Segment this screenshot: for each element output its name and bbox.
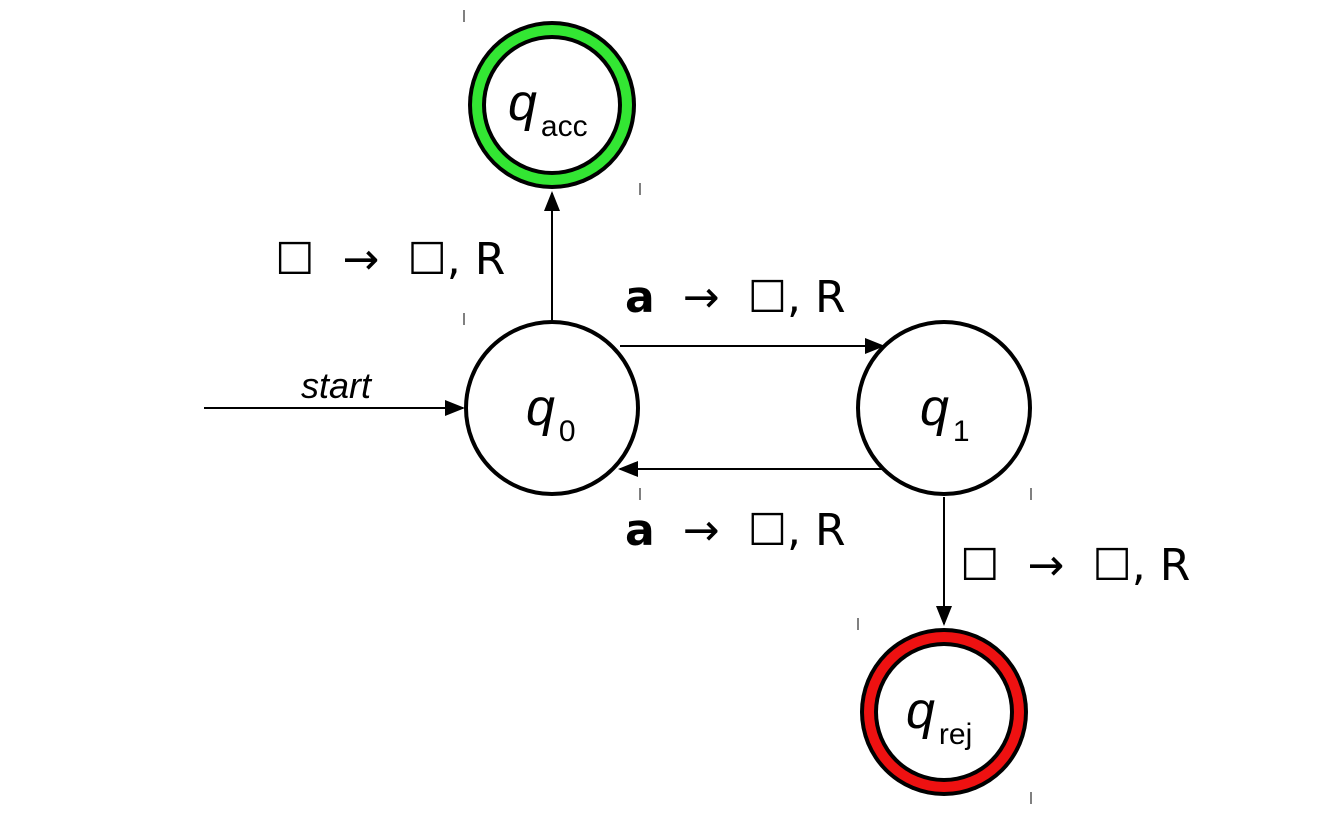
- transition-label-q1-q0: a → ☐, R: [625, 505, 846, 556]
- edge-q1-to-q0: a → ☐, R: [618, 461, 883, 556]
- state-qrej-label: q rej: [906, 682, 972, 751]
- state-qacc-fill: [486, 39, 618, 171]
- arrow-symbol: →: [342, 234, 379, 285]
- state-q0-circle: [464, 320, 640, 496]
- state-q1[interactable]: q 1: [856, 320, 1032, 496]
- arrow-symbol: →: [683, 505, 720, 556]
- state-qacc[interactable]: q acc: [468, 21, 636, 189]
- state-qrej[interactable]: q rej: [860, 628, 1028, 796]
- transition-label-q0-q1: a → ☐, R: [625, 272, 846, 323]
- edge-q0-to-qacc: ☐ → ☐, R: [275, 191, 560, 320]
- state-q1-circle: [856, 320, 1032, 496]
- state-q0-label: q 0: [526, 379, 576, 448]
- read-symbol: ☐: [275, 234, 314, 285]
- read-symbol: a: [625, 272, 655, 323]
- edge-q1-to-qrej: ☐ → ☐, R: [936, 497, 1190, 626]
- state-qrej-fill: [878, 646, 1010, 778]
- transition-label-q1-qrej: ☐ → ☐, R: [960, 540, 1190, 591]
- edge-q0-to-q1: a → ☐, R: [620, 272, 885, 354]
- corner-ticks: [463, 10, 1032, 804]
- state-qacc-label: q acc: [508, 74, 588, 143]
- arrow-symbol: →: [683, 272, 720, 323]
- state-q1-label: q 1: [920, 379, 970, 448]
- start-arrow: start: [204, 365, 465, 416]
- arrow-symbol: →: [1027, 540, 1064, 591]
- start-label: start: [301, 365, 373, 406]
- write-action: ☐, R: [748, 505, 846, 556]
- read-symbol: ☐: [960, 540, 999, 591]
- state-q0[interactable]: q 0: [464, 320, 640, 496]
- write-action: ☐, R: [748, 272, 846, 323]
- write-action: ☐, R: [1092, 540, 1190, 591]
- write-action: ☐, R: [407, 234, 505, 285]
- transition-label-q0-qacc: ☐ → ☐, R: [275, 234, 505, 285]
- read-symbol: a: [625, 505, 655, 556]
